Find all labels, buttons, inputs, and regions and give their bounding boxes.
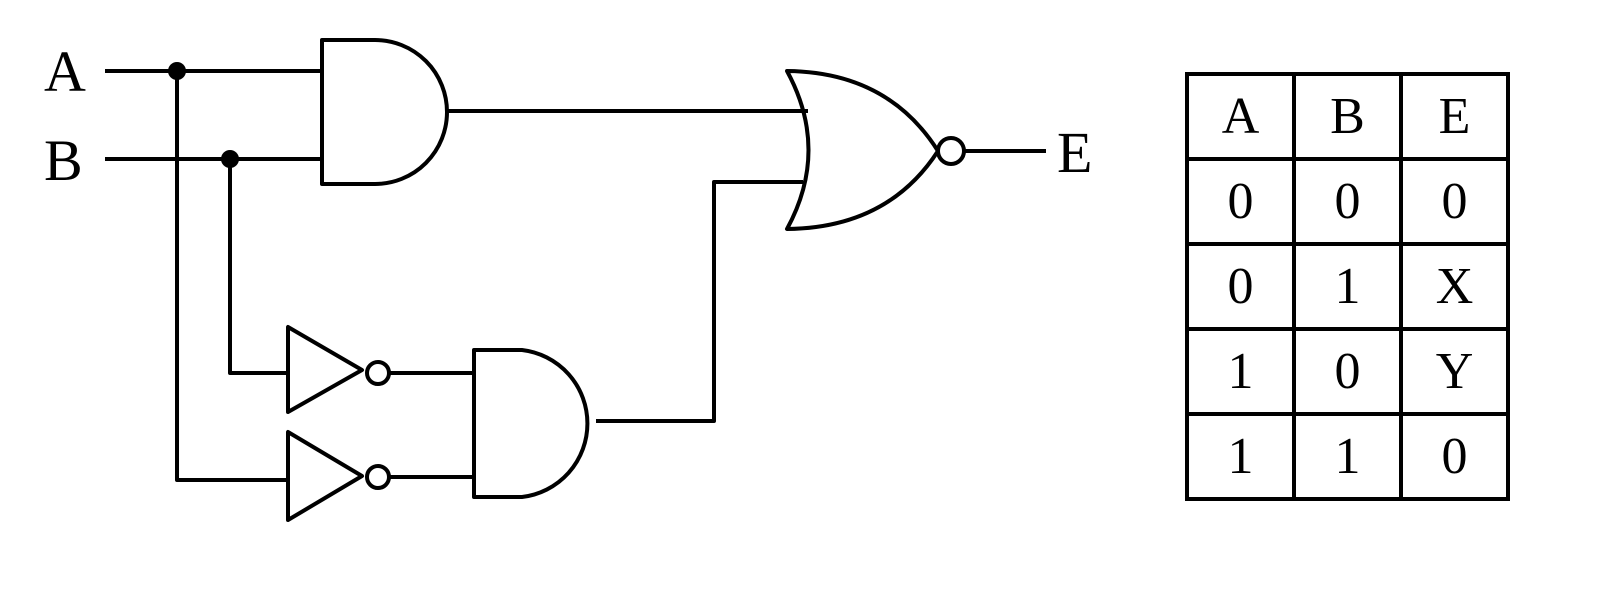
nor-gate <box>785 69 940 231</box>
truth-table-cell: X <box>1399 242 1510 331</box>
not-bubble-a <box>365 464 391 490</box>
truth-table-row: 0 0 0 <box>1185 157 1510 246</box>
truth-table-header-row: A B E <box>1185 72 1510 161</box>
input-label-b: B <box>44 128 83 193</box>
truth-table-row: 1 1 0 <box>1185 412 1510 501</box>
truth-table-cell: 0 <box>1185 157 1296 246</box>
truth-table-header: E <box>1399 72 1510 161</box>
truth-table-header: B <box>1292 72 1403 161</box>
nor-bubble <box>936 136 966 166</box>
truth-table-cell: 0 <box>1292 327 1403 416</box>
junction-a <box>168 62 186 80</box>
output-label-e: E <box>1057 120 1092 185</box>
input-label-a: A <box>44 39 86 104</box>
wire-a-branch <box>175 71 290 482</box>
wire-b-branch <box>228 159 288 375</box>
not-gate-b <box>286 325 364 414</box>
truth-table-cell: 1 <box>1185 327 1296 416</box>
truth-table-cell: 1 <box>1292 412 1403 501</box>
truth-table-row: 1 0 Y <box>1185 327 1510 416</box>
logic-circuit: A B E <box>44 38 1092 522</box>
truth-table-cell: 1 <box>1185 412 1296 501</box>
truth-table-cell: Y <box>1399 327 1510 416</box>
and-gate-bottom <box>472 348 590 499</box>
truth-table-cell: 0 <box>1399 157 1510 246</box>
not-gate-a <box>286 430 364 522</box>
truth-table-row: 0 1 X <box>1185 242 1510 331</box>
truth-table: A B E 0 0 0 0 1 X 1 0 Y 1 1 0 <box>1185 72 1510 501</box>
wire-and-bottom-out <box>596 180 803 423</box>
junction-b <box>221 150 239 168</box>
truth-table-cell: 0 <box>1399 412 1510 501</box>
not-bubble-b <box>365 360 391 386</box>
truth-table-cell: 1 <box>1292 242 1403 331</box>
truth-table-cell: 0 <box>1292 157 1403 246</box>
and-gate-top <box>320 38 449 186</box>
truth-table-header: A <box>1185 72 1296 161</box>
truth-table-cell: 0 <box>1185 242 1296 331</box>
